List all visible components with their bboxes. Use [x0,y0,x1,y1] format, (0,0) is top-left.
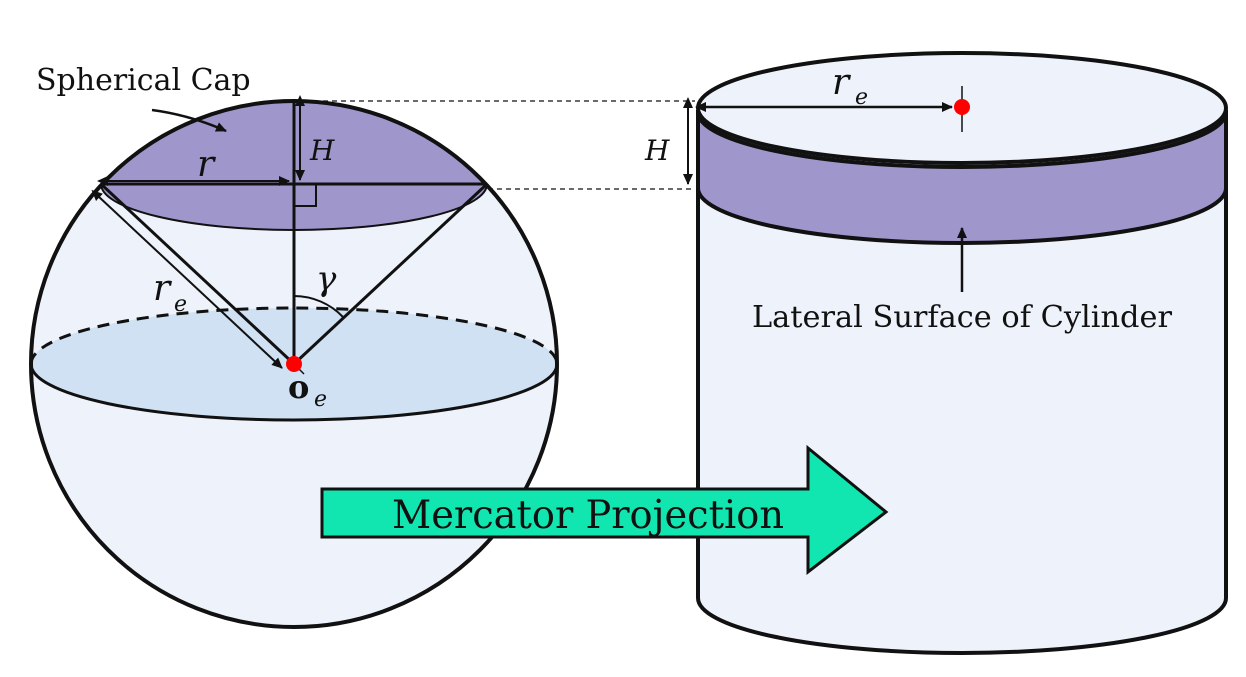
equator-back [29,306,559,365]
re-label-right: r e [832,62,868,110]
r-label: r [197,144,216,185]
gamma-arc [293,295,344,318]
origin-sub: e [314,387,327,412]
cylinder-lateral-band [696,111,1228,245]
gamma-label: γ [316,259,337,299]
cone-line-right [292,182,489,366]
spherical-cap-label: Spherical Cap [36,63,251,98]
spherical-cap-pointer [151,108,227,133]
re-left-sub: e [174,292,187,317]
projection-banner-text: Mercator Projection [392,493,784,538]
lateral-surface-label: Lateral Surface of Cylinder [752,300,1173,335]
origin-label: o e [288,368,327,412]
projection-arrow: Mercator Projection [320,444,889,576]
projection-arrow-shape [320,444,889,576]
cylinder [683,51,1228,655]
re-right-sub: e [855,85,868,110]
h-label-right: H [644,134,670,167]
sphere-radius-arrow [91,189,283,369]
h-label-left: H [309,134,335,167]
equator-front [29,363,559,422]
origin-main: o [288,368,309,406]
sphere [29,95,559,629]
re-right-main: r [832,62,851,103]
re-left-main: r [153,268,172,309]
cylinder-center-point [954,99,970,115]
origin-point [286,356,302,372]
right-angle-marker [294,184,317,207]
re-label-left: r e [153,268,187,317]
